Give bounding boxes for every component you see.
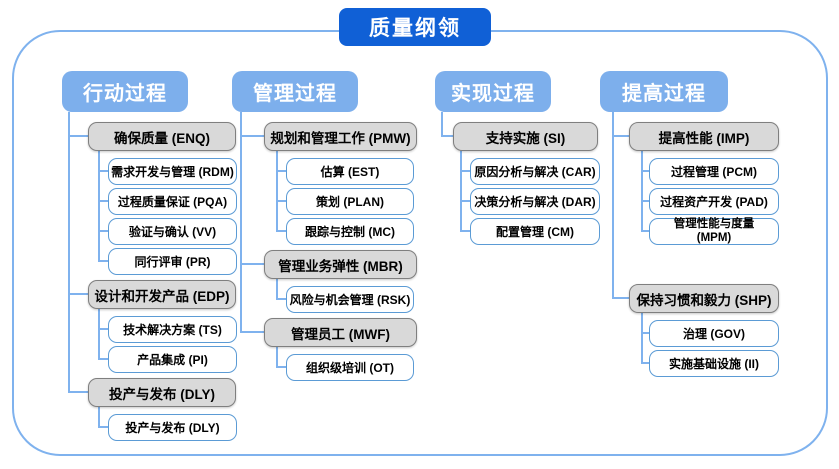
connector-stub bbox=[641, 230, 649, 232]
node-est: 估算 (EST) bbox=[286, 158, 414, 185]
connector-vline bbox=[641, 151, 643, 231]
connector-stub bbox=[98, 328, 108, 330]
connector-vline bbox=[98, 309, 100, 359]
connector-stub bbox=[441, 135, 453, 137]
connector-stub bbox=[460, 200, 470, 202]
node-mwf: 管理员工 (MWF) bbox=[264, 318, 417, 347]
node-pad: 过程资产开发 (PAD) bbox=[649, 188, 779, 215]
connector-stub bbox=[240, 331, 264, 333]
column-header-2: 管理过程 bbox=[232, 71, 358, 112]
node-mc: 跟踪与控制 (MC) bbox=[286, 218, 414, 245]
connector-stub bbox=[641, 332, 649, 334]
node-si: 支持实施 (SI) bbox=[453, 122, 598, 151]
connector-stub bbox=[68, 391, 88, 393]
node-shp: 保持习惯和毅力 (SHP) bbox=[629, 284, 779, 313]
column-header-3: 实现过程 bbox=[435, 71, 551, 112]
connector-vline bbox=[276, 151, 278, 231]
diagram-title: 质量纲领 bbox=[339, 8, 491, 46]
node-cm: 配置管理 (CM) bbox=[470, 218, 600, 245]
connector-stub bbox=[98, 200, 108, 202]
connector-stub bbox=[641, 362, 649, 364]
connector-vline bbox=[98, 407, 100, 427]
node-dly: 投产与发布 (DLY) bbox=[108, 414, 237, 441]
node-mbr: 管理业务弹性 (MBR) bbox=[264, 250, 417, 279]
node-edp: 设计和开发产品 (EDP) bbox=[88, 280, 236, 309]
node-rsk: 风险与机会管理 (RSK) bbox=[286, 286, 414, 313]
connector-stub bbox=[98, 358, 108, 360]
column-vline bbox=[68, 112, 70, 392]
column-vline bbox=[441, 112, 443, 136]
connector-stub bbox=[240, 135, 264, 137]
connector-stub bbox=[641, 200, 649, 202]
column-vline bbox=[612, 112, 614, 298]
connector-stub bbox=[276, 200, 286, 202]
connector-stub bbox=[98, 230, 108, 232]
node-ot: 组织级培训 (OT) bbox=[286, 354, 414, 381]
node-car: 原因分析与解决 (CAR) bbox=[470, 158, 600, 185]
column-header-4: 提高过程 bbox=[600, 71, 728, 112]
connector-stub bbox=[240, 263, 264, 265]
connector-vline bbox=[641, 313, 643, 363]
connector-stub bbox=[276, 366, 286, 368]
connector-vline bbox=[276, 347, 278, 367]
connector-stub bbox=[612, 135, 629, 137]
connector-stub bbox=[276, 170, 286, 172]
node-rdm: 需求开发与管理 (RDM) bbox=[108, 158, 237, 185]
node-plan: 策划 (PLAN) bbox=[286, 188, 414, 215]
node-pcm: 过程管理 (PCM) bbox=[649, 158, 779, 185]
connector-stub bbox=[68, 135, 88, 137]
connector-vline bbox=[98, 151, 100, 261]
node-vv: 验证与确认 (VV) bbox=[108, 218, 237, 245]
node-pi: 产品集成 (PI) bbox=[108, 346, 237, 373]
node-imp: 提高性能 (IMP) bbox=[629, 122, 779, 151]
connector-vline bbox=[460, 151, 462, 231]
connector-stub bbox=[460, 170, 470, 172]
node-gov: 治理 (GOV) bbox=[649, 320, 779, 347]
node-pr: 同行评审 (PR) bbox=[108, 248, 237, 275]
node-ii: 实施基础设施 (II) bbox=[649, 350, 779, 377]
node-ts: 技术解决方案 (TS) bbox=[108, 316, 237, 343]
node-mpm: 管理性能与度量 (MPM) bbox=[649, 218, 779, 245]
node-dly: 投产与发布 (DLY) bbox=[88, 378, 236, 407]
column-vline bbox=[240, 112, 242, 332]
node-dar: 决策分析与解决 (DAR) bbox=[470, 188, 600, 215]
connector-stub bbox=[612, 297, 629, 299]
connector-stub bbox=[276, 230, 286, 232]
connector-stub bbox=[98, 260, 108, 262]
connector-stub bbox=[98, 426, 108, 428]
connector-stub bbox=[460, 230, 470, 232]
connector-stub bbox=[98, 170, 108, 172]
column-header-1: 行动过程 bbox=[62, 71, 188, 112]
node-pqa: 过程质量保证 (PQA) bbox=[108, 188, 237, 215]
node-enq: 确保质量 (ENQ) bbox=[88, 122, 236, 151]
node-pmw: 规划和管理工作 (PMW) bbox=[264, 122, 417, 151]
connector-stub bbox=[641, 170, 649, 172]
connector-stub bbox=[68, 293, 88, 295]
connector-vline bbox=[276, 279, 278, 299]
connector-stub bbox=[276, 298, 286, 300]
